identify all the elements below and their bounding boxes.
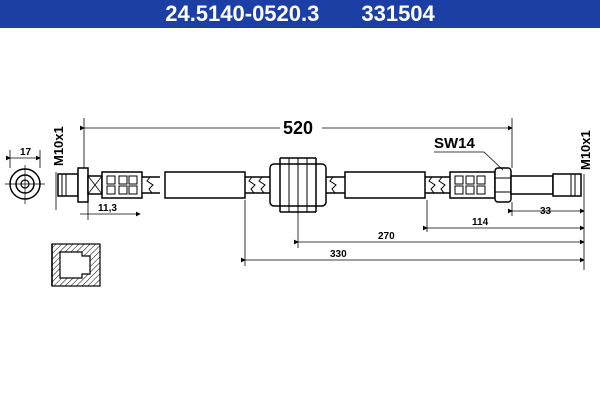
end-view-fitting [5,165,45,204]
dim-114-label: 114 [472,217,489,228]
dim-114: 114 [423,200,585,232]
dim-fitting-width: 17 [6,147,41,168]
header-bar: 24.5140-0520.3 331504 [0,0,600,28]
dim-330: 330 [241,200,585,266]
dim-17-label: 17 [20,147,32,158]
left-fitting [57,167,143,203]
thread-label-left: M10x1 [51,126,66,166]
dim-33-label: 33 [540,206,552,217]
overall-length-label: 520 [283,118,313,138]
section-detail [51,243,101,287]
hose-body [141,157,450,213]
part-number: 24.5140-0520.3 [165,1,320,26]
dim-overall-length: 520 [80,118,513,168]
dim-11-3-label: 11,3 [98,203,117,214]
dim-right-fitting-length: 33 [508,202,585,217]
dim-left-fitting-length: 11,3 [80,202,141,220]
right-fitting [449,167,582,203]
alt-part-number: 331504 [361,1,435,26]
thread-label-right: M10x1 [578,130,593,170]
dim-330-label: 330 [330,249,347,260]
dim-270: 270 [294,212,585,248]
dim-270-label: 270 [378,231,395,242]
wrench-size-label: SW14 [434,135,476,152]
